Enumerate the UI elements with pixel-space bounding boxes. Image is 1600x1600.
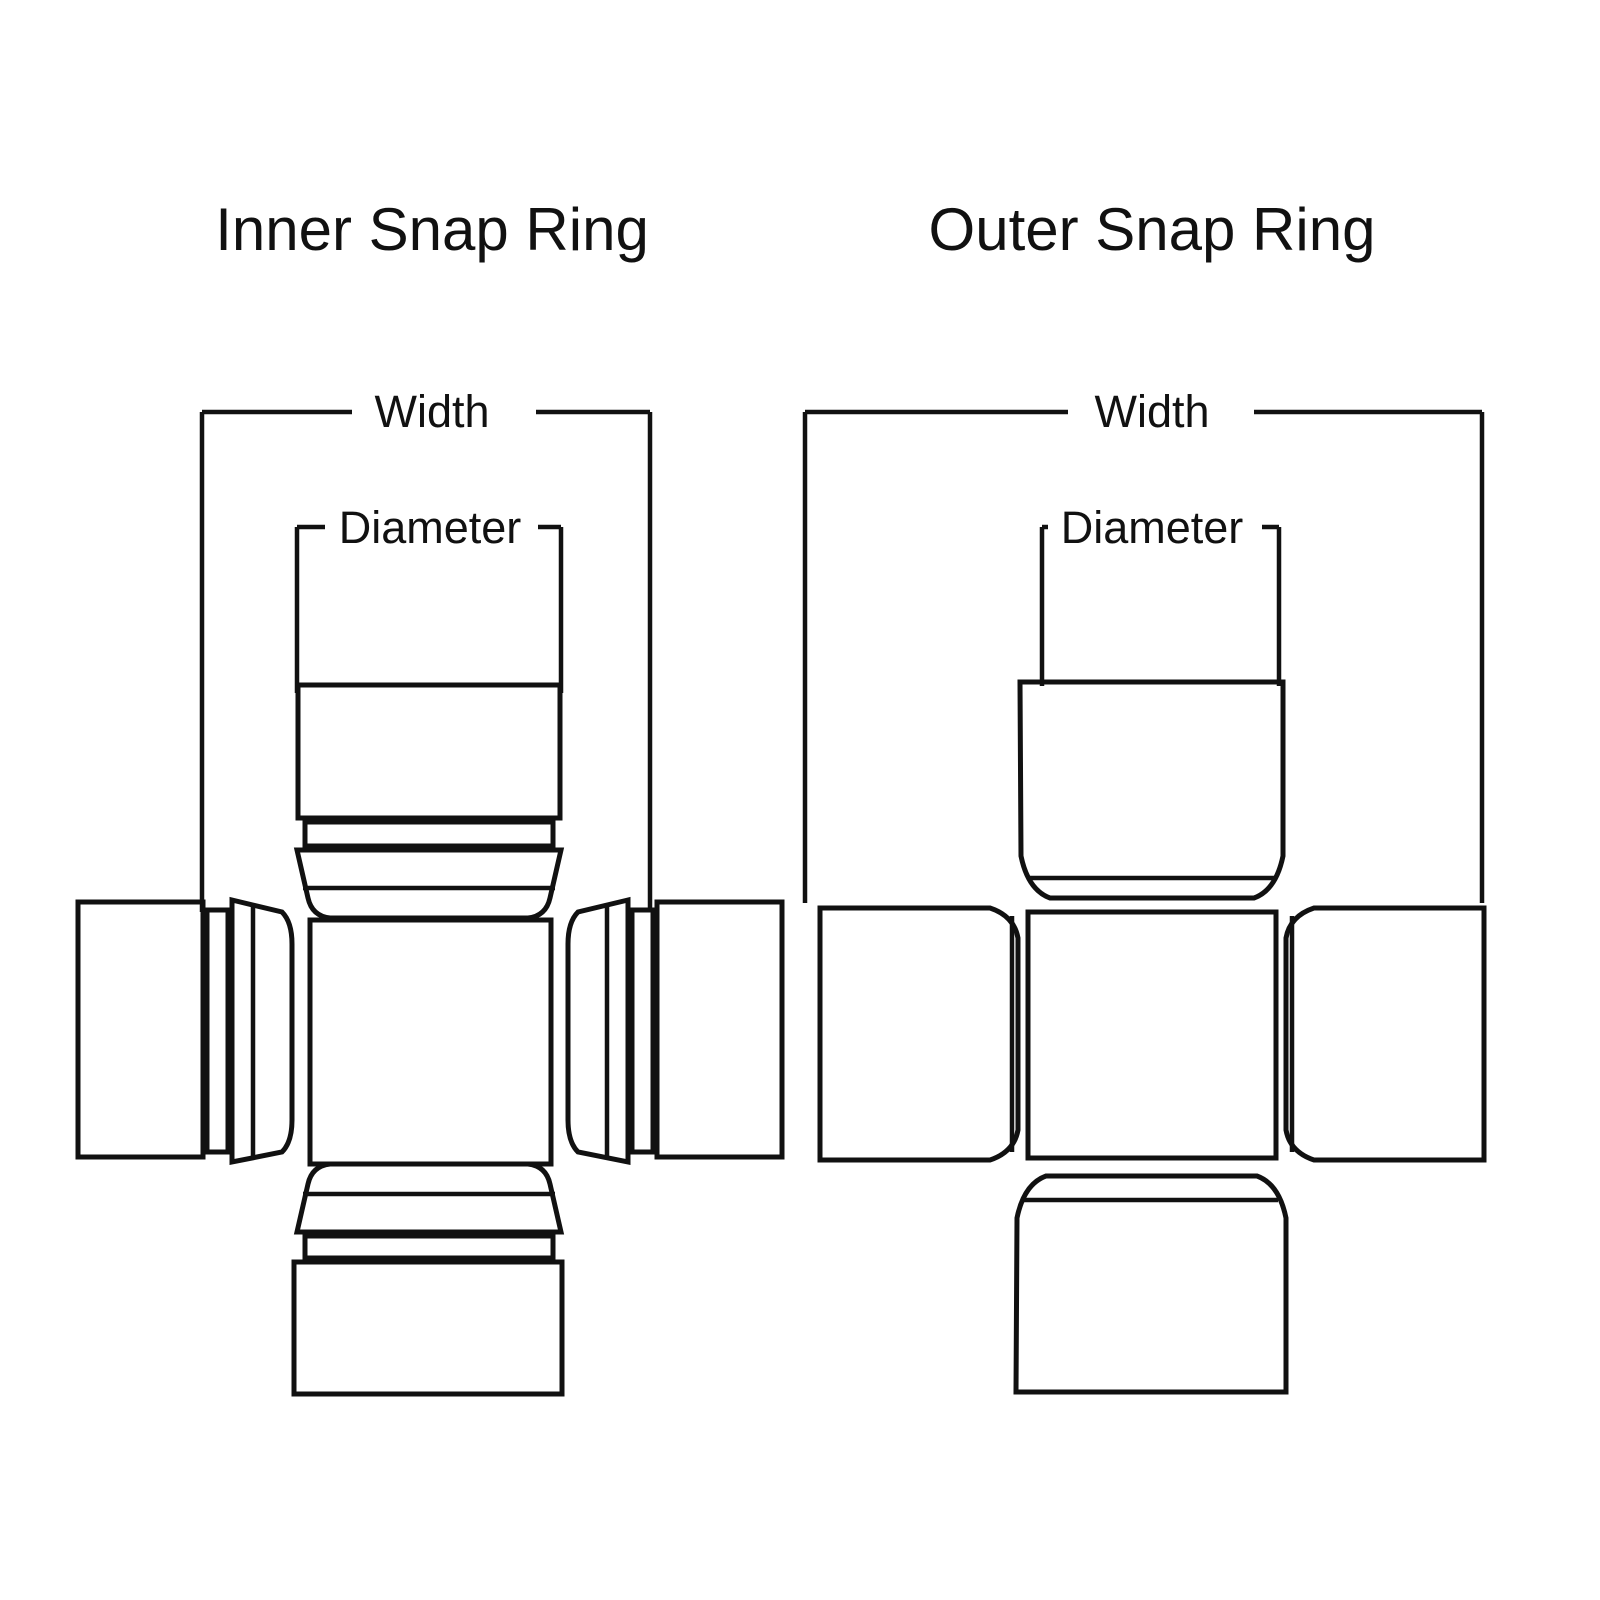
bottom-snap-ring-flare-inner — [293, 1161, 565, 1235]
bottom-arm-outer — [1013, 1173, 1289, 1395]
panel-inner-snap-ring: Inner Snap Ring Width Diameter — [75, 196, 785, 1397]
left-snap-ring-flare-inner — [229, 896, 295, 1166]
dimension-diameter-inner: Diameter — [294, 502, 564, 693]
center-cross-body-outer — [1025, 909, 1279, 1161]
center-cross-body-inner — [307, 917, 554, 1167]
left-arm-inner — [75, 896, 295, 1166]
top-snap-ring-flare-inner — [293, 847, 565, 921]
right-arm-outer — [1283, 905, 1487, 1163]
right-bearing-cap-outer — [1283, 905, 1487, 1163]
right-band-inner — [629, 907, 656, 1155]
top-bearing-cap-inner — [295, 682, 563, 821]
left-arm-outer — [817, 905, 1021, 1163]
top-arm-outer — [1017, 679, 1286, 901]
width-label-inner: Width — [374, 386, 489, 437]
diameter-label-inner: Diameter — [339, 502, 522, 553]
width-label-outer: Width — [1094, 386, 1209, 437]
right-outer-cap-inner — [654, 899, 785, 1160]
bottom-bearing-cap-inner — [291, 1259, 565, 1397]
top-band-inner — [302, 819, 556, 849]
panel-title-inner: Inner Snap Ring — [215, 196, 649, 263]
top-arm-inner — [293, 682, 565, 921]
left-band-inner — [204, 907, 231, 1155]
dimension-width-outer: Width — [802, 386, 1485, 903]
bottom-arm-inner — [291, 1161, 565, 1397]
dimension-diameter-outer: Diameter — [1039, 502, 1282, 686]
dimension-width-inner: Width — [199, 386, 653, 912]
left-outer-cap-inner — [75, 899, 206, 1160]
bottom-bearing-cap-outer — [1013, 1173, 1289, 1395]
left-bearing-cap-outer — [817, 905, 1021, 1163]
bottom-band-inner — [302, 1233, 556, 1261]
right-arm-inner — [565, 896, 785, 1166]
top-bearing-cap-outer — [1017, 679, 1286, 901]
diameter-label-outer: Diameter — [1061, 502, 1244, 553]
right-snap-ring-flare-inner — [565, 896, 631, 1166]
panel-title-outer: Outer Snap Ring — [929, 196, 1376, 263]
panel-outer-snap-ring: Outer Snap Ring Width Diameter — [802, 196, 1487, 1395]
